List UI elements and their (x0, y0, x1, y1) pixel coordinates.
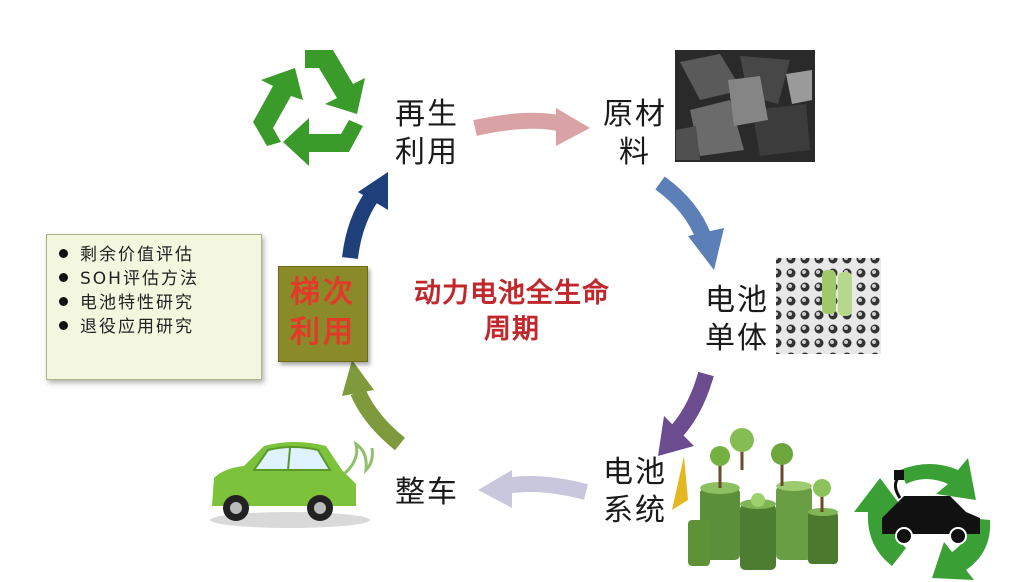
node-vehicle-label: 整车 (392, 474, 462, 512)
recycle-icon (253, 50, 365, 166)
bullet-icon (59, 272, 68, 282)
node-cell-line2: 单体 (705, 321, 769, 356)
ev-recycle-icon (854, 458, 991, 580)
node-cell-label: 电池 单体 (702, 282, 772, 358)
node-raw-line2: 料 (619, 135, 651, 170)
node-cell-line1: 电池 (705, 283, 769, 318)
note-item: 剩余价值评估 (59, 243, 261, 267)
node-system-line1: 电池 (603, 455, 667, 490)
note-item: SOH评估方法 (59, 267, 261, 291)
node-system-label: 电池 系统 (600, 454, 670, 530)
center-title-line2: 周期 (484, 314, 540, 345)
note-text: 电池特性研究 (80, 293, 194, 313)
arrow-cascade-to-recycle (342, 172, 388, 259)
center-title-line1: 动力电池全生命 (414, 278, 610, 309)
notes-box: 剩余价值评估 SOH评估方法电池特性研究退役应用研究 (46, 234, 262, 380)
bullet-icon (59, 248, 68, 258)
note-item: 退役应用研究 (59, 315, 261, 339)
node-recycle-line2: 利用 (395, 135, 459, 170)
arrow-vehicle-to-cascade (342, 360, 406, 451)
cascade-label: 梯次 利用 (279, 267, 367, 353)
node-raw-label: 原材 料 (600, 96, 670, 172)
cascade-line2: 利用 (290, 315, 356, 350)
node-system-line2: 系统 (603, 493, 667, 528)
note-text: 退役应用研究 (80, 317, 194, 337)
node-vehicle-line1: 整车 (395, 475, 459, 510)
note-item: 电池特性研究 (59, 291, 261, 315)
battery-system-illustration (672, 428, 838, 570)
note-text: SOH评估方法 (80, 269, 199, 289)
bullet-icon (59, 296, 68, 306)
center-title: 动力电池全生命 周期 (392, 276, 632, 348)
bullet-icon (59, 320, 68, 330)
battery-cell-photo (776, 258, 881, 354)
arrow-raw-to-cell (655, 176, 724, 270)
arrow-recycle-to-raw (473, 108, 590, 146)
node-recycle-label: 再生 利用 (392, 96, 462, 172)
cascade-line1: 梯次 (290, 275, 356, 310)
node-recycle-line1: 再生 (395, 97, 459, 132)
cascade-box: 梯次 利用 (278, 266, 368, 362)
notes-list: 剩余价值评估 SOH评估方法电池特性研究退役应用研究 (47, 235, 261, 339)
arrow-system-to-vehicle (478, 470, 589, 508)
raw-material-photo (675, 50, 815, 162)
node-raw-line1: 原材 (603, 97, 667, 132)
note-text: 剩余价值评估 (80, 245, 194, 265)
arrow-cell-to-system (658, 371, 714, 456)
green-car-illustration (210, 440, 374, 528)
